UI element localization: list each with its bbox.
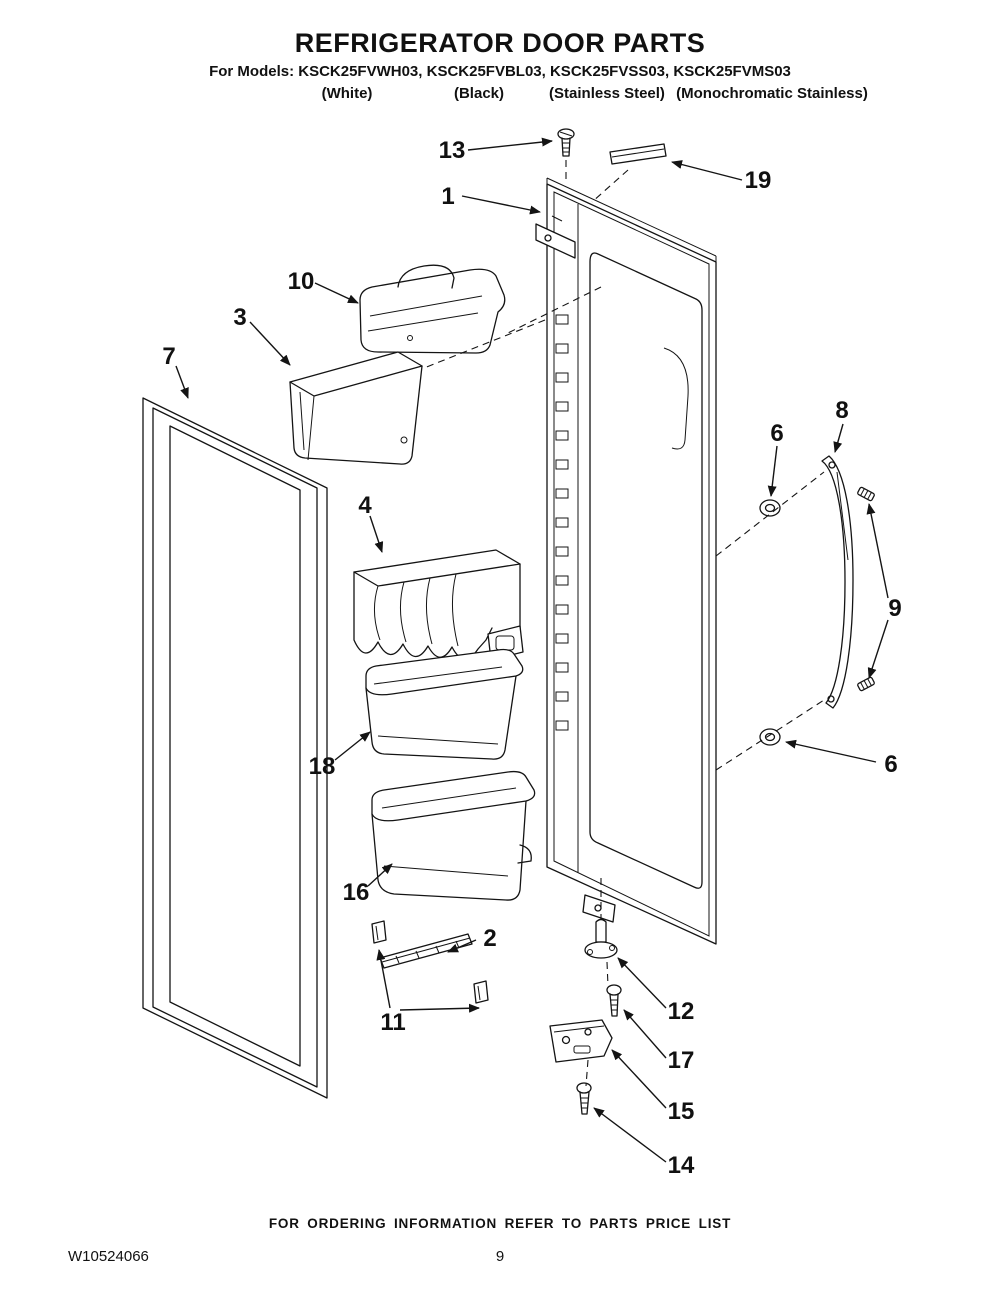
door-slot-column [555, 314, 569, 731]
trim-strip [379, 933, 473, 969]
page-number: 9 [495, 1248, 505, 1265]
top-screw [557, 128, 575, 157]
ordering-note: FOR ORDERING INFORMATION REFER TO PARTS … [268, 1216, 732, 1231]
callout-3-label: 3 [233, 304, 246, 331]
callout-6-upper-label: 6 [770, 420, 783, 447]
hinge-screw [606, 984, 622, 1017]
shallow-door-bin [365, 648, 524, 760]
dairy-bin [289, 351, 423, 465]
callout-12-label: 12 [668, 998, 695, 1025]
finish-label-white: (White) [321, 85, 373, 102]
callout-14-label: 14 [668, 1152, 695, 1179]
handle-screw-upper [857, 486, 875, 502]
end-cap-right [473, 980, 489, 1004]
callout-8-label: 8 [835, 397, 848, 424]
bottom-hinge-mount-detail [582, 894, 616, 923]
callout-18-label: 18 [309, 753, 336, 780]
top-hinge-detail [535, 215, 576, 259]
door-gasket [142, 397, 328, 1099]
door-handle [821, 455, 854, 709]
callout-1-label: 1 [441, 183, 454, 210]
callout-17-label: 17 [668, 1047, 695, 1074]
page-title: REFRIGERATOR DOOR PARTS [294, 28, 706, 58]
finish-label-stainless: (Stainless Steel) [549, 85, 665, 102]
callout-15-label: 15 [668, 1098, 695, 1125]
dairy-compartment-lid [359, 264, 506, 354]
callout-16-label: 16 [343, 879, 370, 906]
handle-spacer-upper [759, 499, 781, 517]
finish-label-black: (Black) [453, 85, 505, 102]
alignment-dashes [423, 160, 825, 1087]
finish-label-mono-stainless: (Monochromatic Stainless) [676, 85, 868, 102]
end-cap-left [371, 920, 387, 944]
exploded-parts-diagram: 13 1 19 10 3 7 4 8 6 9 6 18 16 2 11 12 1… [142, 128, 902, 1179]
callout-leaders [175, 137, 889, 1163]
callout-13-label: 13 [439, 137, 466, 164]
deep-door-bin [371, 770, 536, 901]
handle-screw-lower [857, 676, 875, 692]
document-number: W10524066 [68, 1248, 149, 1265]
bottom-hinge-bracket [549, 1019, 613, 1063]
models-line: For Models: KSCK25FVWH03, KSCK25FVBL03, … [209, 63, 791, 80]
callout-2-label: 2 [483, 925, 496, 952]
can-rack-tray [353, 549, 524, 661]
callout-4-label: 4 [358, 492, 372, 519]
base-screw [576, 1082, 592, 1115]
callout-10-label: 10 [288, 268, 315, 295]
callout-6-lower-label: 6 [884, 751, 897, 778]
callout-19-label: 19 [745, 167, 772, 194]
callout-9-label: 9 [888, 595, 901, 622]
callout-7-label: 7 [162, 343, 175, 370]
callout-numbers: 13 1 19 10 3 7 4 8 6 9 6 18 16 2 11 12 1… [162, 137, 901, 1179]
door-panel [535, 177, 717, 945]
top-trim [609, 143, 667, 165]
callout-11-label: 11 [380, 1009, 405, 1036]
handle-spacer-lower [759, 728, 781, 746]
bottom-hinge-pin [584, 918, 618, 959]
